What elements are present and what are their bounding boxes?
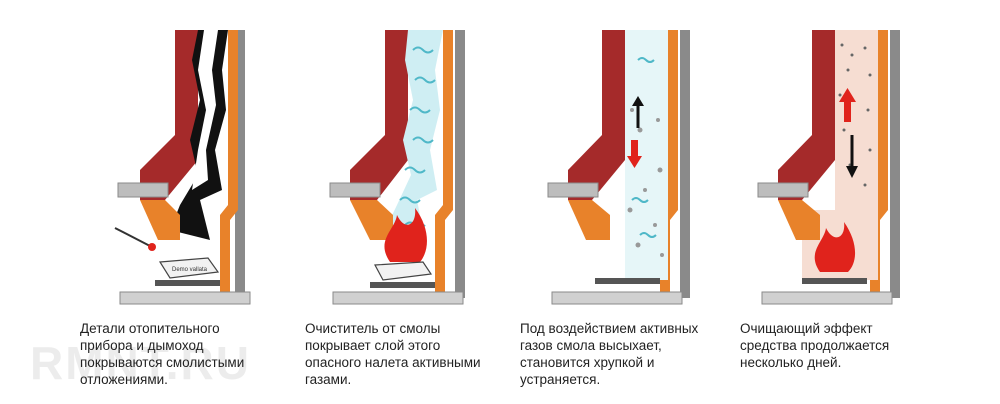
hearth-base	[761, 291, 893, 305]
flame	[384, 208, 427, 262]
active-gas	[631, 57, 657, 238]
stage-3-diagram	[547, 30, 690, 305]
caption-line: устраняется.	[520, 372, 601, 387]
stage-3-panel: Под воздействием активных газов смола вы…	[520, 0, 750, 404]
caption-line: газами.	[305, 372, 352, 387]
back-wall	[235, 30, 245, 298]
hearth-base	[551, 291, 683, 305]
caption-line: покрываются смолистыми	[80, 355, 245, 370]
stage-4-panel: Очищающий эффект средства продолжается н…	[740, 0, 970, 404]
brick-wall	[140, 30, 198, 200]
flame	[814, 222, 856, 272]
hearth-base	[332, 291, 464, 305]
caption-line: прибора и дымоход	[80, 338, 204, 353]
stage-1-panel: Demo vallata Детали отопительного прибор…	[80, 0, 310, 404]
bag-label: Demo vallata	[172, 267, 208, 273]
caption-line: средства продолжается	[740, 338, 890, 353]
cleaner-bag: Demo vallata	[158, 257, 220, 279]
arrow-down	[846, 135, 858, 178]
caption-line: Детали отопительного	[80, 321, 220, 336]
caption-line: Под воздействием активных	[520, 321, 699, 336]
caption-line: Очищающий эффект	[740, 321, 873, 336]
stage-3-caption: Под воздействием активных газов смола вы…	[520, 320, 740, 388]
stage-1-caption: Детали отопительного прибора и дымоход п…	[80, 320, 300, 388]
metal-liner	[435, 30, 453, 292]
stage-2-panel: Очиститель от смолы покрывает слой этого…	[305, 0, 535, 404]
caption-line: покрывает слой этого	[305, 338, 441, 353]
watermark: RMNT.RU	[30, 337, 251, 389]
flue-channel	[192, 30, 218, 190]
match-flame	[148, 243, 156, 251]
firebox-lintel	[140, 200, 180, 240]
stage-2-diagram	[329, 30, 465, 305]
grate	[802, 278, 867, 284]
brick-wall	[568, 30, 625, 200]
tar-particles	[838, 43, 872, 187]
mantel-shelf	[757, 182, 809, 198]
hearth-base	[119, 291, 251, 305]
stage-4-diagram	[757, 30, 900, 305]
match-stick	[114, 227, 151, 247]
arrow-up	[632, 96, 644, 128]
caption-line: отложениями.	[80, 372, 168, 387]
firebox-lintel	[350, 200, 393, 240]
stage-4-caption: Очищающий эффект средства продолжается н…	[740, 320, 960, 371]
firebox-lintel	[568, 200, 610, 240]
soot-deposit	[170, 30, 228, 240]
cleaner-bag	[374, 261, 433, 281]
firebox-lintel	[778, 200, 820, 240]
grate	[370, 282, 435, 288]
brick-wall	[778, 30, 835, 200]
caption-line: становится хрупкой и	[520, 355, 655, 370]
caption-line: Очиститель от смолы	[305, 321, 441, 336]
caption-line: несколько дней.	[740, 355, 842, 370]
brick-wall	[350, 30, 408, 200]
back-wall	[455, 30, 465, 298]
back-wall	[680, 30, 690, 298]
mantel-shelf	[547, 182, 599, 198]
stage-1-diagram: Demo vallata	[114, 30, 251, 305]
mantel-shelf	[329, 182, 381, 198]
caption-line: газов смола высыхает,	[520, 338, 662, 353]
grate	[155, 280, 220, 286]
stage-2-caption: Очиститель от смолы покрывает слой этого…	[305, 320, 525, 388]
mantel-shelf	[117, 182, 169, 198]
caption-line: опасного налета активными	[305, 355, 481, 370]
arrow-down	[627, 140, 642, 168]
metal-liner	[220, 30, 238, 292]
grate	[595, 278, 660, 284]
arrow-up	[839, 88, 856, 122]
back-wall	[890, 30, 900, 298]
